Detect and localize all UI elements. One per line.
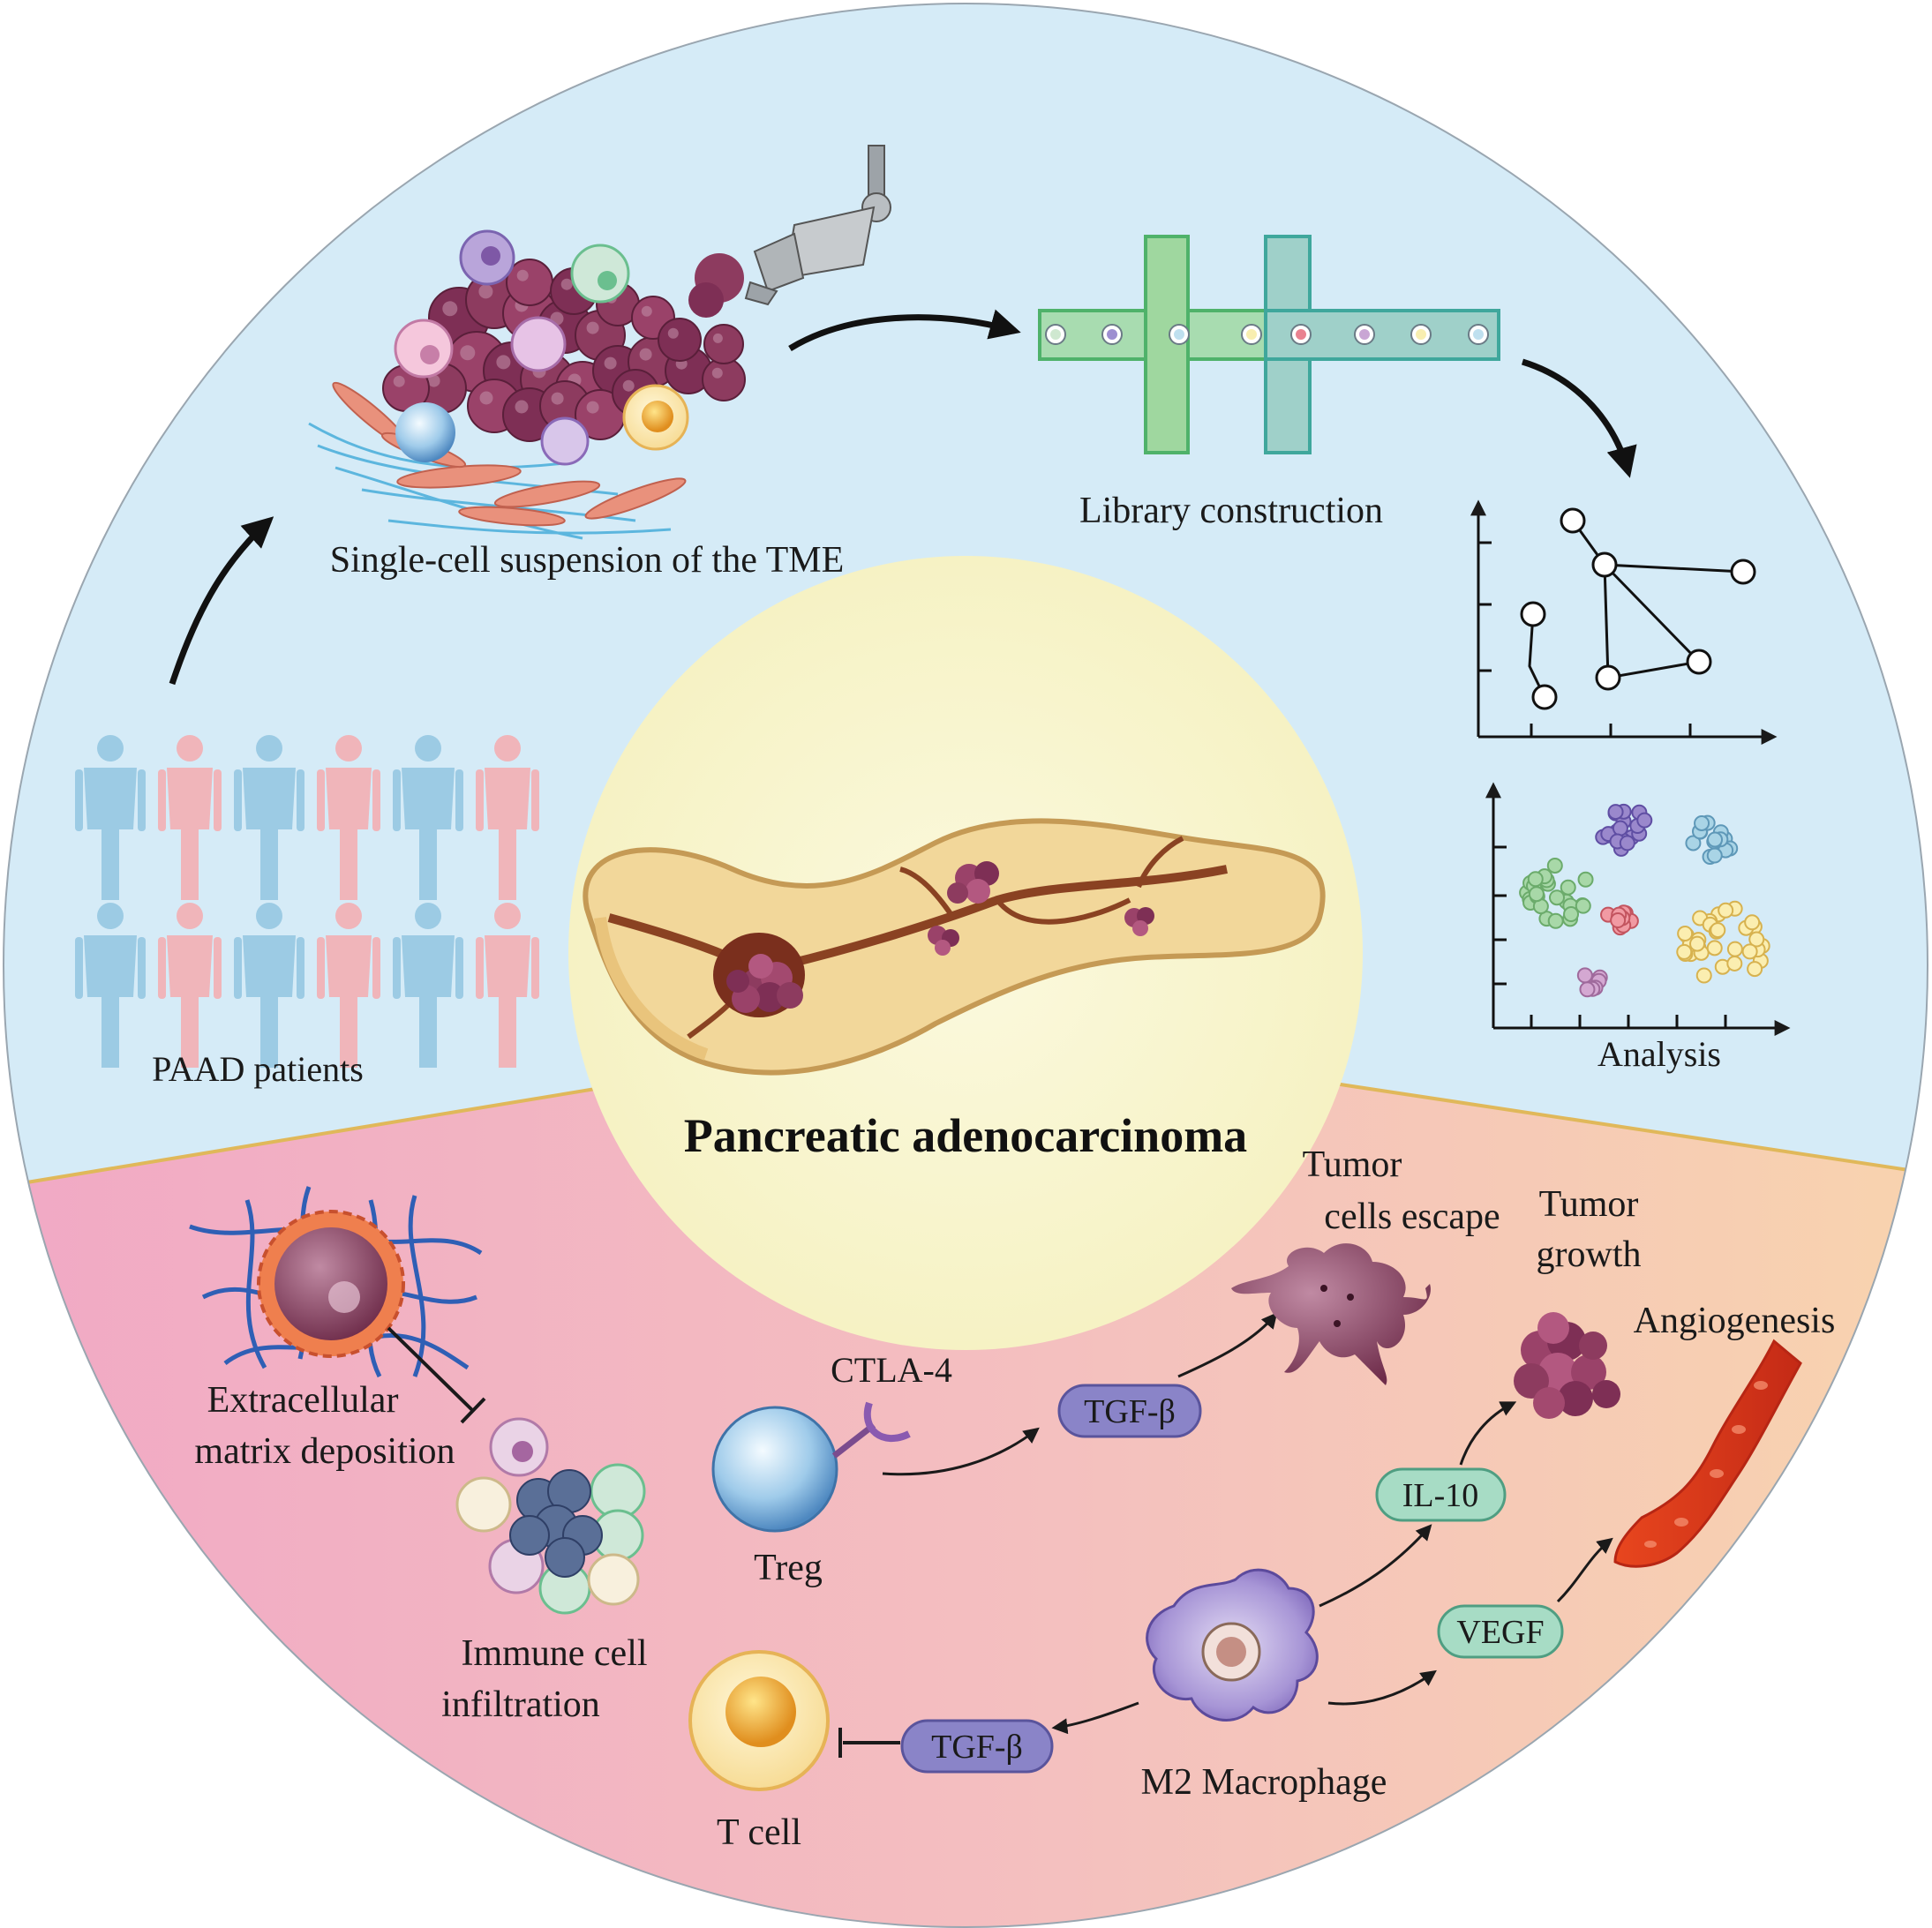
- male-patient-icon: [234, 735, 304, 900]
- robot-arm-icon: [688, 145, 891, 318]
- library-label: Library construction: [1079, 491, 1383, 531]
- arrow-suspension-to-library: [788, 309, 1021, 351]
- main-tumor-mass: [726, 954, 803, 1013]
- arrow-patients-to-suspension: [169, 516, 274, 686]
- immune-label-line2: infiltration: [441, 1684, 600, 1725]
- immune-cell-cluster: [455, 1417, 646, 1615]
- growth-label-line2: growth: [1537, 1234, 1642, 1275]
- ecm-label-line2: matrix deposition: [194, 1431, 455, 1472]
- tumor-growth-mass: [1514, 1312, 1620, 1419]
- arrow-vegf-to-vessel: [1556, 1537, 1613, 1603]
- arrow-il10-to-growth: [1459, 1401, 1517, 1466]
- male-patient-icon: [75, 735, 146, 900]
- angiogenesis-label: Angiogenesis: [1634, 1301, 1836, 1341]
- growth-label-line1: Tumor: [1539, 1184, 1639, 1225]
- female-patient-icon: [476, 903, 539, 1068]
- tgfb-pill-top: TGF-β: [1057, 1384, 1202, 1438]
- tme-panel: [4, 1028, 1928, 1927]
- small-tumor-2: [928, 926, 959, 956]
- tumor-escape-cell: [1231, 1243, 1431, 1385]
- female-patient-icon: [476, 735, 539, 900]
- svg-text:TGF-β: TGF-β: [931, 1729, 1023, 1766]
- male-patient-icon: [234, 903, 304, 1068]
- tgfb-pill-bottom: TGF-β: [900, 1719, 1054, 1774]
- treg-cell: [711, 1401, 911, 1533]
- t-cell: [688, 1650, 830, 1791]
- immune-label-line1: Immune cell: [461, 1633, 647, 1674]
- patient-figures: [75, 735, 539, 1068]
- patients-label: PAAD patients: [152, 1049, 364, 1089]
- male-patient-icon: [393, 735, 463, 900]
- female-patient-icon: [158, 903, 222, 1068]
- cluster-plot: [1485, 782, 1791, 1036]
- suspension-label: Single-cell suspension of the TME: [330, 540, 844, 581]
- female-patient-icon: [317, 735, 380, 900]
- arrow-m2-to-tgfb: [1051, 1701, 1139, 1735]
- ctla4-label: CTLA-4: [831, 1350, 952, 1390]
- small-tumor-3: [1124, 907, 1154, 936]
- ecm-tumor-illustration: [189, 1186, 483, 1378]
- inhibition-tgfb-to-tcell: [838, 1728, 900, 1758]
- microfluidic-chip: [1038, 235, 1500, 454]
- vegf-pill: VEGF: [1437, 1604, 1564, 1659]
- svg-text:VEGF: VEGF: [1456, 1614, 1544, 1651]
- svg-text:IL-10: IL-10: [1402, 1477, 1479, 1514]
- arrow-tgfb-to-escape: [1177, 1312, 1278, 1378]
- arrow-treg-to-tgfb: [882, 1427, 1040, 1476]
- inhibition-ecm-to-immune: [387, 1326, 486, 1424]
- center-title: Pancreatic adenocarcinoma: [684, 1109, 1247, 1162]
- il10-pill: IL-10: [1375, 1467, 1507, 1522]
- female-patient-icon: [158, 735, 222, 900]
- treg-label: Treg: [754, 1548, 823, 1588]
- escape-label-line1: Tumor: [1303, 1144, 1402, 1185]
- male-patient-icon: [393, 903, 463, 1068]
- male-patient-icon: [75, 903, 146, 1068]
- arrow-m2-to-il10: [1319, 1524, 1432, 1608]
- small-tumor-1: [947, 861, 999, 904]
- pancreas-illustration: [583, 818, 1326, 1076]
- female-patient-icon: [317, 903, 380, 1068]
- arrow-m2-to-vegf: [1327, 1669, 1437, 1706]
- m2-macrophage-cell: [1146, 1568, 1319, 1722]
- tme-cell-cluster: [308, 229, 746, 540]
- m2-label: M2 Macrophage: [1141, 1762, 1387, 1803]
- analysis-label: Analysis: [1597, 1034, 1721, 1074]
- blood-vessel: [1613, 1339, 1802, 1568]
- escape-label-line2: cells escape: [1324, 1197, 1500, 1237]
- ecm-label-line1: Extracellular: [207, 1380, 399, 1421]
- svg-text:TGF-β: TGF-β: [1084, 1393, 1176, 1430]
- tcell-label: T cell: [717, 1812, 801, 1853]
- trajectory-plot: [1470, 499, 1778, 745]
- arrow-library-to-analysis: [1521, 358, 1637, 478]
